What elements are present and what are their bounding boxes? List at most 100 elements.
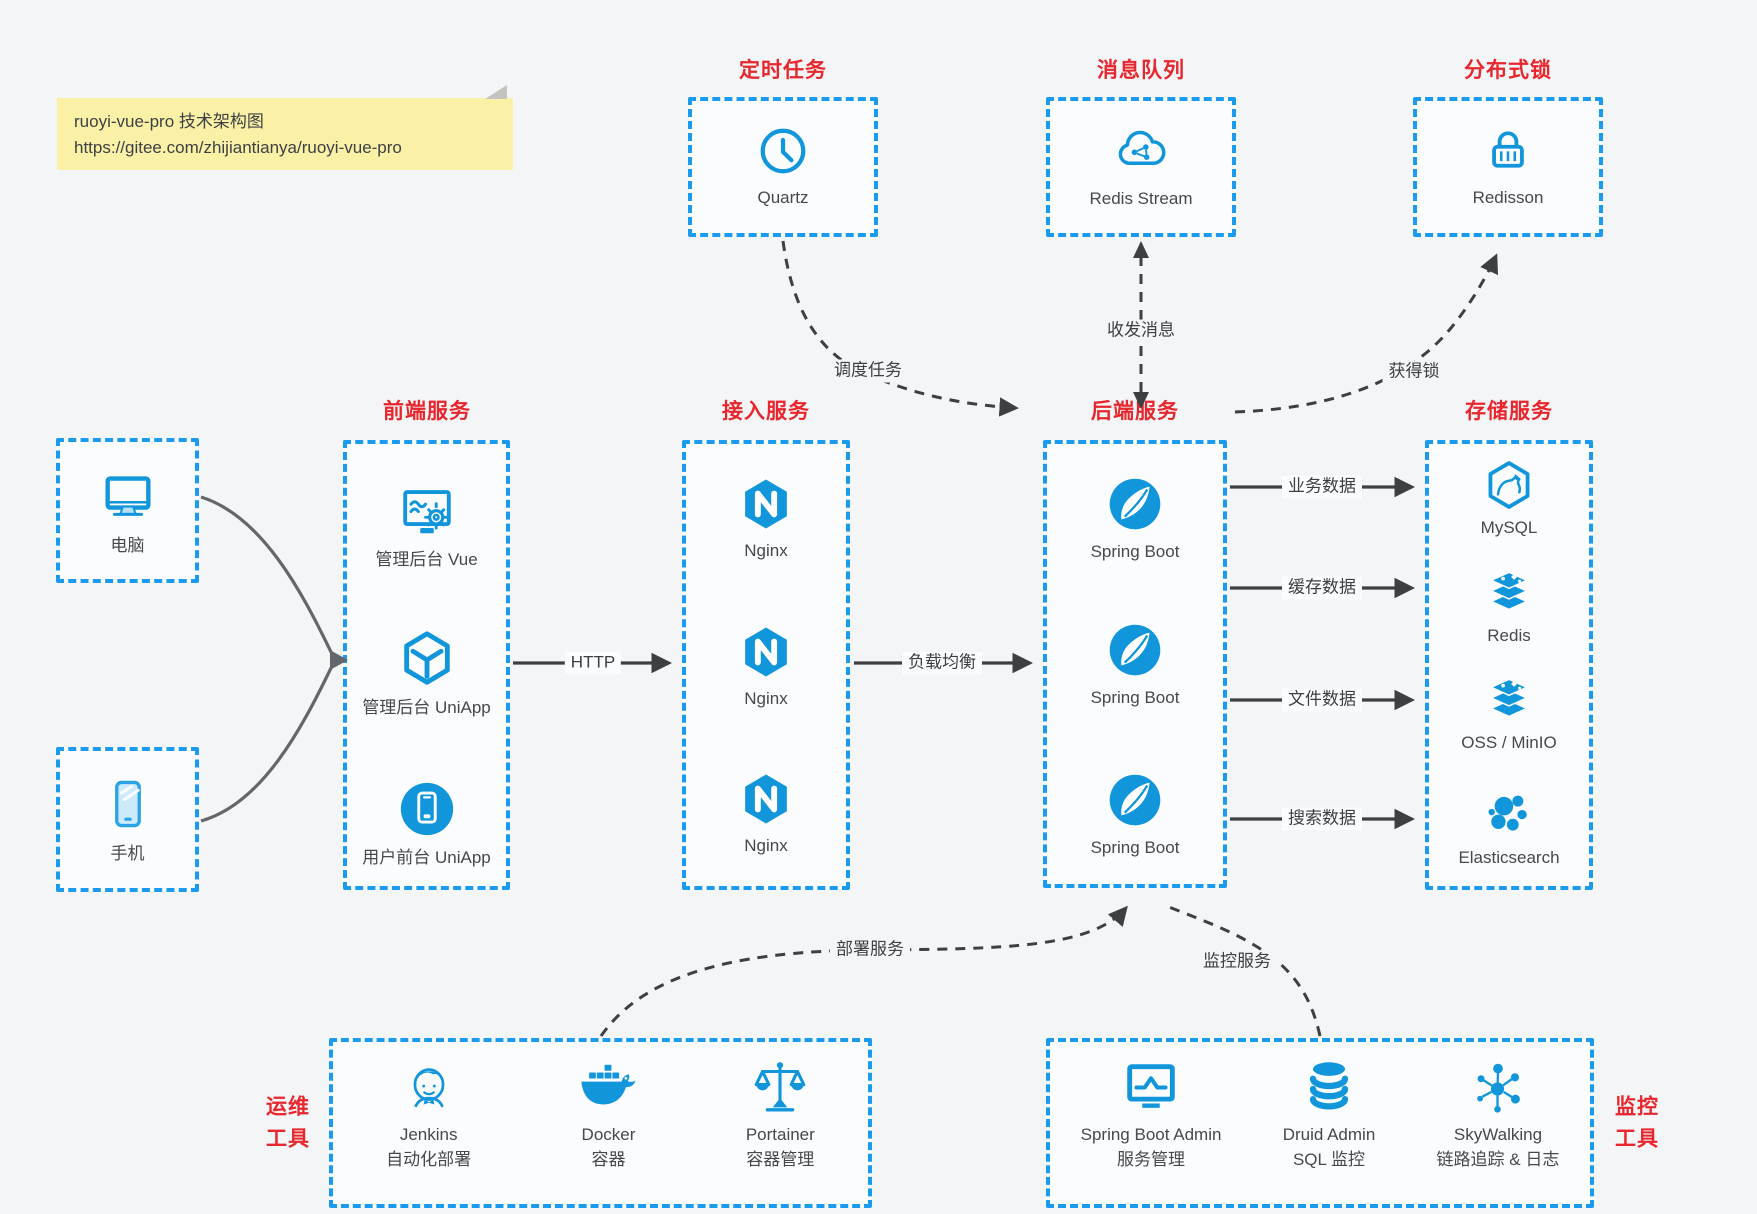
spring-boot-icon — [1105, 770, 1165, 830]
node-label: 管理后台 Vue — [375, 550, 478, 569]
message-arrowhead-up — [1133, 241, 1149, 258]
title-frontend-services: 前端服务 — [383, 400, 471, 423]
node-subtitle: 链路追踪 & 日志 — [1436, 1149, 1560, 1169]
node-label-redisson: Redisson — [1472, 188, 1544, 208]
admin-vue-icon — [396, 480, 458, 542]
node-nginx-1: Nginx — [686, 475, 846, 562]
deploy-arrow — [599, 905, 1128, 1037]
title-scheduled-tasks: 定时任务 — [739, 59, 827, 82]
edge-label-cache-data: 缓存数据 — [1282, 576, 1362, 600]
cloud-network-icon — [1113, 123, 1169, 179]
node-title: Jenkins — [399, 1125, 458, 1144]
uniapp-box-icon — [396, 628, 458, 690]
monitoring-tools-box: Spring Boot Admin 服务管理 Druid Admin SQL 监… — [1046, 1038, 1594, 1208]
node-redis: Redis — [1429, 566, 1589, 647]
node-title: Portainer — [745, 1125, 815, 1144]
node-label-quartz: Quartz — [757, 188, 809, 208]
node-subtitle: 自动化部署 — [386, 1149, 472, 1169]
backend-services-box: Spring Boot Spring Boot Spring Boot — [1043, 440, 1227, 888]
node-label: MySQL — [1480, 518, 1538, 537]
node-docker: Docker 容器 — [577, 1056, 639, 1172]
edge-label-deploy: 部署服务 — [830, 938, 910, 962]
user-uniapp-icon — [396, 778, 458, 840]
jenkins-icon — [398, 1056, 460, 1118]
phone-device-box: 手机 — [56, 747, 199, 892]
note-fold-corner — [485, 85, 507, 99]
node-title: SkyWalking — [1453, 1125, 1543, 1144]
scheduled-tasks-box: Quartz — [688, 97, 878, 237]
node-skywalking: SkyWalking 链路追踪 & 日志 — [1437, 1056, 1560, 1172]
node-spring-boot-3: Spring Boot — [1047, 770, 1223, 859]
node-label: Nginx — [744, 836, 788, 855]
nginx-icon — [737, 475, 795, 533]
node-label: SkyWalking 链路追踪 & 日志 — [1437, 1123, 1560, 1172]
node-oss-minio: OSS / MinIO — [1429, 673, 1589, 754]
note-url: https://gitee.com/zhijiantianya/ruoyi-vu… — [74, 137, 402, 157]
edge-label-business-data: 业务数据 — [1282, 475, 1362, 499]
redis-stack-icon — [1482, 566, 1536, 620]
node-label: Portainer 容器管理 — [746, 1123, 815, 1172]
clock-icon — [756, 124, 810, 178]
message-queue-box: Redis Stream — [1046, 97, 1236, 237]
portainer-icon — [749, 1056, 811, 1118]
node-label: 用户前台 UniApp — [362, 848, 491, 867]
node-elasticsearch: Elasticsearch — [1429, 788, 1589, 869]
node-subtitle: 容器管理 — [746, 1149, 815, 1169]
node-label: Druid Admin SQL 监控 — [1283, 1123, 1376, 1172]
edge-label-message: 收发消息 — [1101, 319, 1181, 343]
node-subtitle: SQL 监控 — [1292, 1149, 1366, 1169]
title-message-queue: 消息队列 — [1097, 59, 1185, 82]
edge-label-schedule: 调度任务 — [828, 359, 908, 383]
title-storage-services: 存储服务 — [1465, 400, 1553, 423]
node-label: Nginx — [744, 689, 788, 708]
spring-boot-admin-icon — [1120, 1056, 1182, 1118]
title-ops-tools: 运维 工具 — [266, 1095, 310, 1151]
edge-label-load-balance: 负载均衡 — [902, 651, 982, 675]
node-spring-boot-admin: Spring Boot Admin 服务管理 — [1080, 1056, 1222, 1172]
node-nginx-2: Nginx — [686, 623, 846, 710]
node-label: Nginx — [744, 541, 788, 560]
node-druid-admin: Druid Admin SQL 监控 — [1283, 1056, 1376, 1172]
skywalking-icon — [1467, 1056, 1529, 1118]
edge-label-search-data: 搜索数据 — [1282, 807, 1362, 831]
sticky-note: ruoyi-vue-pro 技术架构图 https://gitee.com/zh… — [57, 85, 513, 170]
node-subtitle: 服务管理 — [1117, 1149, 1186, 1169]
node-admin-uniapp: 管理后台 UniApp — [347, 628, 506, 719]
device-to-frontend-arrows — [200, 495, 333, 823]
edge-label-http: HTTP — [564, 651, 622, 675]
node-title: Spring Boot Admin — [1080, 1125, 1222, 1144]
storage-services-box: MySQL Redis OSS / MinIO Elasticsearch — [1425, 440, 1593, 890]
node-mysql: MySQL — [1429, 458, 1589, 539]
note-title: ruoyi-vue-pro 技术架构图 — [74, 112, 264, 131]
nginx-icon — [737, 623, 795, 681]
frontend-services-box: 管理后台 Vue 管理后台 UniApp 用户前台 UniApp — [343, 440, 510, 890]
node-label: Spring Boot — [1090, 688, 1180, 707]
title-backend-services: 后端服务 — [1091, 400, 1179, 423]
edge-label-file-data: 文件数据 — [1282, 688, 1362, 712]
spring-boot-icon — [1105, 474, 1165, 534]
ops-tools-box: Jenkins 自动化部署 Docker 容器 Portainer 容器管理 — [329, 1038, 872, 1208]
node-spring-boot-2: Spring Boot — [1047, 620, 1223, 709]
oss-stack-icon — [1482, 673, 1536, 727]
desktop-device-box: 电脑 — [56, 438, 199, 583]
spring-boot-icon — [1105, 620, 1165, 680]
node-label: OSS / MinIO — [1461, 733, 1557, 752]
node-label: Spring Boot — [1090, 542, 1180, 561]
node-label: Spring Boot — [1090, 838, 1180, 857]
edge-label-get-lock: 获得锁 — [1382, 360, 1446, 384]
smartphone-icon — [98, 774, 158, 834]
node-user-uniapp: 用户前台 UniApp — [347, 778, 506, 869]
node-label-redis-stream: Redis Stream — [1089, 189, 1193, 209]
node-label-desktop: 电脑 — [110, 535, 145, 555]
druid-icon — [1298, 1056, 1360, 1118]
nginx-icon — [737, 770, 795, 828]
node-admin-vue: 管理后台 Vue — [347, 480, 506, 571]
node-spring-boot-1: Spring Boot — [1047, 474, 1223, 563]
desktop-icon — [97, 464, 159, 526]
node-jenkins: Jenkins 自动化部署 — [386, 1056, 471, 1172]
node-subtitle: 容器 — [591, 1149, 626, 1169]
edge-label-monitor: 监控服务 — [1197, 950, 1277, 974]
gateway-services-box: Nginx Nginx Nginx — [682, 440, 850, 890]
get-lock-arrow — [1234, 253, 1499, 414]
